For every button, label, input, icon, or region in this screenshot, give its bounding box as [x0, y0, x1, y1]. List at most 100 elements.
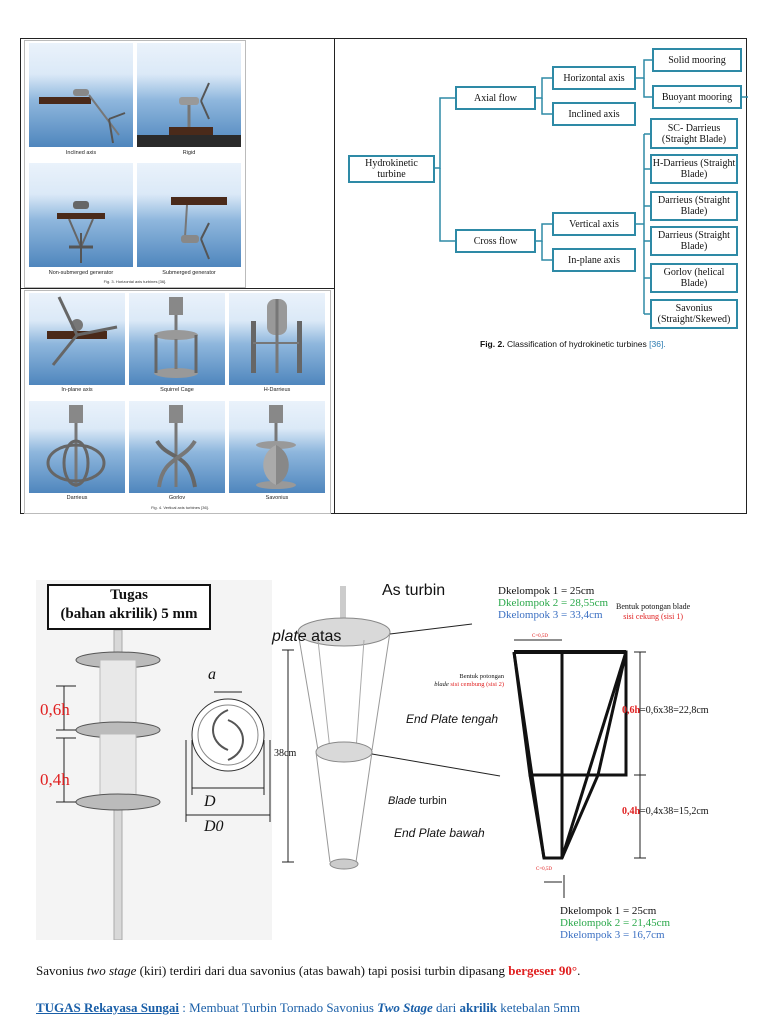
frame-divider-horizontal [20, 288, 334, 289]
node-in-plane-axis: In-plane axis [552, 248, 636, 272]
tile-submerged-generator [137, 163, 241, 267]
node-sc-darrieus: SC- Darrieus (Straight Blade) [650, 118, 738, 149]
text-line2-b: : Membuat Turbin Tornado Savonius [179, 1000, 378, 1015]
node-gorlov: Gorlov (helical Blade) [650, 263, 738, 293]
label-blade-turbin: Blade turbin [388, 795, 447, 807]
task-box: Tugas (bahan akrilik) 5 mm [47, 584, 211, 630]
top-d3: Dkelompok 3 = 33,4cm [498, 609, 603, 621]
fig2-label: Fig. 2. [480, 339, 505, 349]
gorlov-illustration [155, 405, 197, 488]
node-horizontal-axis: Horizontal axis [552, 66, 636, 90]
label-blade-rest: turbin [416, 795, 447, 807]
node-cross-flow: Cross flow [455, 229, 536, 253]
label-0-4h: 0,4h [40, 770, 70, 789]
fig3-caption: Fig. 3. Horizontal axis turbines [36]. [103, 279, 167, 284]
tile-h-darrieus [229, 293, 325, 385]
top-d1: Dkelompok 1 = 25cm [498, 585, 595, 597]
horizontal-axis-turbines-figure: Inclined axis Rigid Non-submerged genera… [24, 40, 246, 288]
text-line2-c: Two Stage [377, 1000, 433, 1015]
text-line1-a: Savonius [36, 963, 87, 978]
cone-turbin-illustration [282, 586, 501, 870]
tile-label: Rigid [182, 150, 196, 156]
node-vertical-axis: Vertical axis [552, 212, 636, 236]
description-line-1: Savonius two stage (kiri) terdiri dari d… [36, 963, 580, 979]
bot-d3: Dkelompok 3 = 16,7cm [560, 929, 665, 941]
bot-d1: Dkelompok 1 = 25cm [560, 905, 657, 917]
bottom-d-values: Dkelompok 1 = 25cm Dkelompok 2 = 21,45cm… [560, 905, 670, 941]
tile-inclined-axis [29, 43, 133, 147]
savonius-illustration [256, 405, 296, 489]
text-line2-f: ketebalan 5mm [497, 1000, 581, 1015]
label-bentuk-cembung-3: sisi cembung (sisi 2) [450, 681, 504, 688]
classification-connectors [435, 59, 748, 315]
label-D0: D0 [204, 818, 224, 835]
dim-0-6h-rest: =0,6x38=22,8cm [640, 705, 709, 716]
label-c-bottom: C=0,5D [536, 867, 553, 872]
label-bentuk-cembung-2: blade [434, 681, 449, 688]
figure-frame [20, 38, 747, 514]
top-d-values: Dkelompok 1 = 25cm Dkelompok 2 = 28,55cm… [498, 585, 608, 621]
description-line-2: TUGAS Rekayasa Sungai : Membuat Turbin T… [36, 1000, 580, 1016]
label-0-6h: 0,6h [40, 700, 70, 719]
node-h-darrieus: H-Darrieus (Straight Blade) [650, 154, 738, 184]
dim-0-4h: 0,4h=0,4x38=15,2cm [622, 806, 709, 817]
label-bentuk-cekung-2: sisi cekung (sisi 1) [623, 612, 683, 621]
label-bentuk-cekung-1: Bentuk potongan blade [616, 602, 691, 611]
label-bentuk-cembung: Bentuk potongan blade sisi cembung (sisi… [406, 673, 504, 689]
dim-0-4h-rest: =0,4x38=15,2cm [640, 806, 709, 817]
tile-label: Non-submerged generator [48, 270, 114, 276]
label-plate-italic: plate [272, 628, 307, 645]
label-plate-rest: atas [306, 628, 342, 645]
tile-non-submerged-generator [29, 163, 133, 267]
vertical-axis-turbines-figure: In-plane axis Squirrel Cage H-Darrieus [24, 290, 331, 514]
text-line1-d: bergeser 90° [508, 963, 578, 978]
text-line2-a[interactable]: TUGAS Rekayasa Sungai [36, 1000, 180, 1015]
rigid-illustration [137, 82, 241, 147]
text-line1-c: (kiri) terdiri dari dua savonius (atas b… [136, 963, 509, 978]
label-D: D [204, 793, 216, 810]
text-line2-d: dari [432, 1000, 460, 1015]
tile-savonius [229, 401, 325, 493]
tile-label: Darrieus [66, 495, 88, 501]
tile-darrieus [29, 401, 125, 493]
submerged-illustration [171, 197, 227, 260]
tile-label: Submerged generator [162, 270, 216, 276]
tile-label: Squirrel Cage [160, 387, 194, 393]
text-line1-e: . [577, 963, 581, 978]
two-stage-savonius-illustration [56, 630, 271, 940]
task-box-title: Tugas [110, 587, 148, 603]
fig2-ref: [36]. [649, 339, 666, 349]
dim-0-6h-red: 0,6h [622, 705, 641, 716]
h-darrieus-illustration [251, 299, 302, 373]
node-savonius: Savonius (Straight/Skewed) [650, 299, 738, 329]
fig2-caption: Fig. 2. Classification of hydrokinetic t… [480, 339, 666, 349]
label-bentuk-cembung-1: Bentuk potongan [459, 673, 504, 680]
dim-0-6h: 0,6h=0,6x38=22,8cm [622, 705, 709, 716]
tile-label: Savonius [265, 495, 289, 501]
node-solid-mooring: Solid mooring [652, 48, 742, 72]
inclined-axis-illustration [39, 89, 126, 144]
tile-squirrel-cage [129, 293, 225, 385]
label-a: a [208, 666, 216, 683]
tile-in-plane-axis [29, 293, 125, 385]
label-plate-atas: plate atas [272, 628, 341, 646]
label-38cm: 38cm [274, 748, 297, 759]
node-darrieus-2: Darrieus (Straight Blade) [650, 226, 738, 256]
fig4-caption: Fig. 4. Vertical axis turbines [36]. [151, 505, 209, 510]
frame-divider-vertical [334, 38, 335, 514]
node-darrieus-1: Darrieus (Straight Blade) [650, 191, 738, 221]
node-hydrokinetic-turbine: Hydrokinetic turbine [348, 155, 435, 183]
tile-label: In-plane axis [61, 387, 93, 393]
label-blade-italic: Blade [388, 795, 417, 807]
node-inclined-axis: Inclined axis [552, 102, 636, 126]
bot-d2: Dkelompok 2 = 21,45cm [560, 917, 671, 929]
top-d2: Dkelompok 2 = 28,55cm [498, 597, 609, 609]
text-line1-b: two stage [86, 963, 137, 978]
blade-section-drawing [512, 639, 646, 898]
dim-0-4h-red: 0,4h [622, 806, 641, 817]
tile-label: H-Darrieus [263, 387, 291, 393]
in-plane-illustration [47, 296, 118, 366]
label-end-plate-bawah: End Plate bawah [394, 826, 485, 840]
label-end-plate-tengah: End Plate tengah [406, 712, 499, 726]
text-line2-e: akrilik [459, 1000, 498, 1015]
